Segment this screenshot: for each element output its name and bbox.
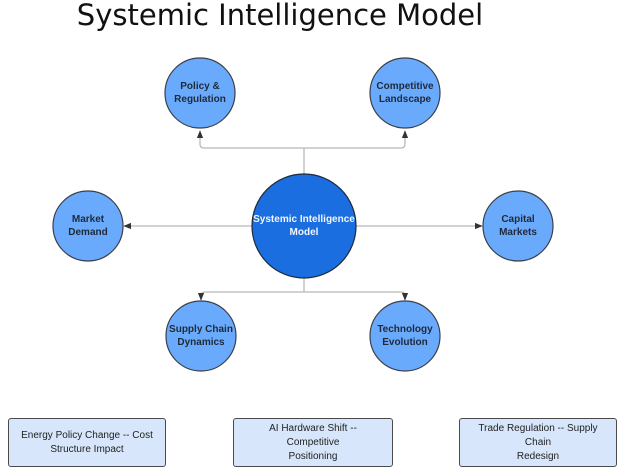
scenario-box-ai-hardware[interactable]: AI Hardware Shift -- Competitive Positio… xyxy=(233,418,393,467)
node-policy-label: Policy & Regulation xyxy=(165,73,235,113)
scenario-line1: Energy Policy Change -- Cost xyxy=(21,429,153,441)
scenario-line2: Positioning xyxy=(288,450,338,462)
node-label-line1: Technology xyxy=(377,324,433,335)
node-label-line2: Regulation xyxy=(174,94,226,105)
node-market-label: Market Demand xyxy=(53,206,123,246)
node-capital-label: Capital Markets xyxy=(483,206,553,246)
scenario-line1: Trade Regulation -- Supply Chain xyxy=(478,422,598,448)
connector-to-supply xyxy=(197,291,304,301)
node-capital-circle[interactable] xyxy=(482,190,554,262)
node-label-line1: Policy & xyxy=(180,81,220,92)
node-technology-circle[interactable] xyxy=(369,300,441,372)
scenario-line1: AI Hardware Shift -- Competitive xyxy=(269,422,357,448)
center-node-label-line2: Model xyxy=(289,227,319,238)
node-label-line2: Dynamics xyxy=(177,337,225,348)
connector-to-competitive xyxy=(304,130,409,149)
node-label-line1: Market xyxy=(71,214,105,225)
node-competitive-circle[interactable] xyxy=(369,57,441,129)
node-label-line2: Markets xyxy=(499,227,537,238)
center-node-label-line1: Systemic Intelligence xyxy=(253,214,355,225)
scenario-line2: Redesign xyxy=(516,450,560,462)
scenario-box-trade[interactable]: Trade Regulation -- Supply Chain Redesig… xyxy=(459,418,617,467)
connector-to-policy xyxy=(196,130,304,149)
scenario-box-energy[interactable]: Energy Policy Change -- Cost Structure I… xyxy=(8,418,166,467)
node-supply-circle[interactable] xyxy=(165,300,237,372)
node-supply-label: Supply Chain Dynamics xyxy=(163,316,239,356)
scenario-line2: Structure Impact xyxy=(50,443,124,455)
node-technology-label: Technology Evolution xyxy=(370,316,440,356)
node-label-line1: Capital xyxy=(501,214,535,225)
node-competitive-label: Competitive Landscape xyxy=(370,73,440,113)
node-policy-circle[interactable] xyxy=(164,57,236,129)
diagram-title: Systemic Intelligence Model xyxy=(76,0,484,32)
node-label-line2: Demand xyxy=(68,227,108,238)
node-label-line2: Landscape xyxy=(378,94,432,105)
node-market-circle[interactable] xyxy=(52,190,124,262)
node-label-line1: Supply Chain xyxy=(169,324,233,335)
connector-to-technology xyxy=(304,291,409,301)
center-node-circle[interactable] xyxy=(251,173,357,279)
node-label-line1: Competitive xyxy=(376,81,434,92)
node-label-line2: Evolution xyxy=(382,337,428,348)
center-node-label: Systemic Intelligence Model xyxy=(244,206,364,246)
